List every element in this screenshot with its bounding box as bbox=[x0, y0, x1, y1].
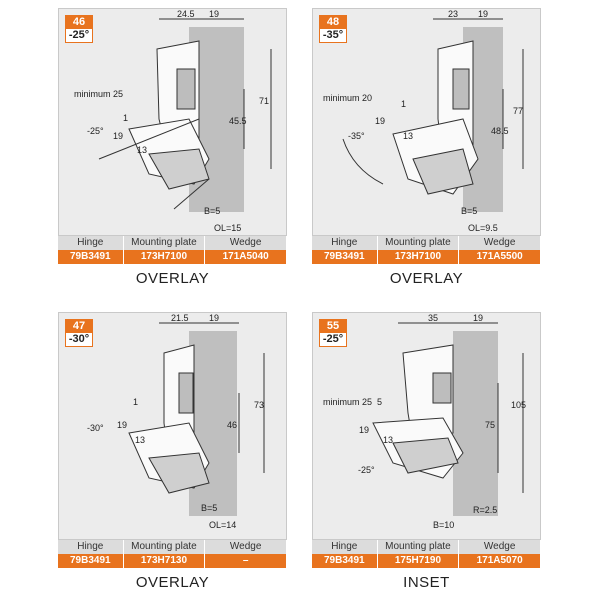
parts-table: Hinge Mounting plate Wedge 79B3491 173H7… bbox=[58, 236, 288, 264]
val-wedge: 171A5070 bbox=[459, 554, 542, 568]
panel-caption: INSET bbox=[403, 574, 450, 591]
val-hinge: 79B3491 bbox=[58, 250, 124, 264]
dim-top-a: 35 bbox=[428, 313, 438, 323]
hinge-drawing: 35 19 105 75 5 19 13 -25° B=10 R=2.5 min… bbox=[323, 313, 526, 530]
dim-ol: OL=15 bbox=[214, 223, 241, 233]
parts-table: Hinge Mounting plate Wedge 79B3491 175H7… bbox=[312, 540, 542, 568]
dim-ol: OL=9.5 bbox=[468, 223, 498, 233]
technical-drawing: 21.5 19 73 46 1 19 13 -30° B=5 OL=14 47 … bbox=[58, 312, 287, 540]
badge-angle: -25° bbox=[322, 333, 344, 345]
degree-badge: 46 -25° bbox=[65, 15, 93, 43]
dim-h2: 46 bbox=[227, 420, 237, 430]
panel-caption: OVERLAY bbox=[389, 270, 464, 287]
hinge-drawing: 24.5 19 71 45.5 1 19 13 -25° B=5 OL=15 m… bbox=[74, 9, 272, 233]
degree-badge: 47 -30° bbox=[65, 319, 93, 347]
hdr-hinge: Hinge bbox=[58, 236, 124, 250]
parts-table: Hinge Mounting plate Wedge 79B3491 173H7… bbox=[58, 540, 288, 568]
dim-v3: 13 bbox=[135, 435, 145, 445]
screw-min: minimum 20 bbox=[323, 93, 372, 103]
screw-min: minimum 25 bbox=[323, 397, 372, 407]
badge-number: 48 bbox=[320, 16, 346, 29]
dim-v2: 19 bbox=[113, 131, 123, 141]
technical-drawing: 24.5 19 71 45.5 1 19 13 -25° B=5 OL=15 m… bbox=[58, 8, 287, 236]
badge-angle: -30° bbox=[68, 333, 90, 345]
dim-v3: 13 bbox=[137, 145, 147, 155]
dim-top-a: 24.5 bbox=[177, 9, 195, 19]
dim-top-b: 19 bbox=[209, 9, 219, 19]
dim-h2: 48.5 bbox=[491, 126, 509, 136]
hdr-hinge: Hinge bbox=[58, 540, 124, 554]
hdr-plate: Mounting plate bbox=[123, 236, 206, 250]
hdr-hinge: Hinge bbox=[312, 236, 378, 250]
technical-drawing: 35 19 105 75 5 19 13 -25° B=10 R=2.5 min… bbox=[312, 312, 541, 540]
dim-v2: 19 bbox=[117, 420, 127, 430]
dim-v1: 1 bbox=[401, 99, 406, 109]
dim-b: B=5 bbox=[461, 206, 477, 216]
dim-h2: 75 bbox=[485, 420, 495, 430]
val-plate: 173H7100 bbox=[123, 250, 206, 264]
badge-angle: -35° bbox=[322, 29, 344, 41]
dim-v1: 1 bbox=[133, 397, 138, 407]
dim-top-a: 21.5 bbox=[171, 313, 189, 323]
badge-number: 47 bbox=[66, 320, 92, 333]
badge-number: 46 bbox=[66, 16, 92, 29]
hdr-wedge: Wedge bbox=[205, 540, 288, 554]
badge-number: 55 bbox=[320, 320, 346, 333]
badge-angle: -25° bbox=[68, 29, 90, 41]
val-wedge: 171A5500 bbox=[459, 250, 542, 264]
technical-drawing: 23 19 77 48.5 1 19 13 -35° B=5 OL=9.5 mi… bbox=[312, 8, 541, 236]
val-hinge: 79B3491 bbox=[58, 554, 124, 568]
dim-angle: -25° bbox=[87, 126, 104, 136]
screw-min: minimum 25 bbox=[74, 89, 123, 99]
hdr-wedge: Wedge bbox=[459, 540, 542, 554]
hdr-plate: Mounting plate bbox=[377, 540, 460, 554]
hinge-drawing: 23 19 77 48.5 1 19 13 -35° B=5 OL=9.5 mi… bbox=[323, 9, 524, 233]
dim-b: B=5 bbox=[204, 206, 220, 216]
val-plate: 173H7100 bbox=[377, 250, 460, 264]
hdr-wedge: Wedge bbox=[205, 236, 288, 250]
val-plate: 173H7130 bbox=[123, 554, 206, 568]
hdr-plate: Mounting plate bbox=[377, 236, 460, 250]
dim-h1: 105 bbox=[511, 400, 526, 410]
dim-ol: OL=14 bbox=[209, 520, 236, 530]
hdr-wedge: Wedge bbox=[459, 236, 542, 250]
val-hinge: 79B3491 bbox=[312, 250, 378, 264]
dim-r: R=2.5 bbox=[473, 505, 497, 515]
dim-v3: 13 bbox=[403, 131, 413, 141]
val-hinge: 79B3491 bbox=[312, 554, 378, 568]
hdr-hinge: Hinge bbox=[312, 540, 378, 554]
dim-v3: 13 bbox=[383, 435, 393, 445]
dim-top-a: 23 bbox=[448, 9, 458, 19]
degree-badge: 55 -25° bbox=[319, 319, 347, 347]
dim-h1: 71 bbox=[259, 96, 269, 106]
hinge-drawing: 21.5 19 73 46 1 19 13 -30° B=5 OL=14 bbox=[87, 313, 265, 530]
val-wedge: 171A5040 bbox=[205, 250, 288, 264]
dim-b: B=10 bbox=[433, 520, 454, 530]
dim-angle: -30° bbox=[87, 423, 104, 433]
dim-angle: -35° bbox=[348, 131, 365, 141]
dim-b: B=5 bbox=[201, 503, 217, 513]
dim-angle: -25° bbox=[358, 465, 375, 475]
dim-top-b: 19 bbox=[473, 313, 483, 323]
dim-h2: 45.5 bbox=[229, 116, 247, 126]
dim-v1: 1 bbox=[123, 113, 128, 123]
degree-badge: 48 -35° bbox=[319, 15, 347, 43]
dim-v1: 5 bbox=[377, 397, 382, 407]
hdr-plate: Mounting plate bbox=[123, 540, 206, 554]
parts-table: Hinge Mounting plate Wedge 79B3491 173H7… bbox=[312, 236, 542, 264]
panel-caption: OVERLAY bbox=[135, 574, 210, 591]
val-wedge: – bbox=[205, 554, 288, 568]
dim-top-b: 19 bbox=[478, 9, 488, 19]
dim-v2: 19 bbox=[359, 425, 369, 435]
val-plate: 175H7190 bbox=[377, 554, 460, 568]
dim-h1: 73 bbox=[254, 400, 264, 410]
panel-caption: OVERLAY bbox=[135, 270, 210, 287]
dim-top-b: 19 bbox=[209, 313, 219, 323]
dim-h1: 77 bbox=[513, 106, 523, 116]
dim-v2: 19 bbox=[375, 116, 385, 126]
